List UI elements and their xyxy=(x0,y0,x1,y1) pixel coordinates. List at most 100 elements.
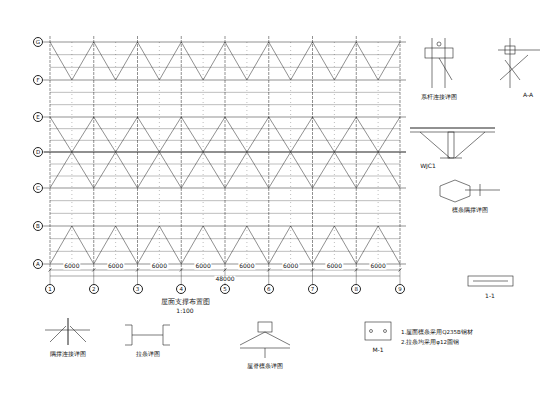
plan-stroke xyxy=(138,117,160,152)
plan-stroke xyxy=(94,152,116,188)
drawing-title: 屋面支撑布置图 xyxy=(160,299,211,307)
plan-stroke xyxy=(50,251,400,252)
section-11 xyxy=(468,276,513,286)
plan-stroke xyxy=(247,226,269,264)
ridge-detail xyxy=(240,322,290,358)
grid-bubble: 5 xyxy=(220,284,230,294)
plan-stroke xyxy=(50,226,72,264)
detail-title: 屋脊檩条详图 xyxy=(246,363,284,370)
plan-stroke xyxy=(116,226,138,264)
plan-stroke xyxy=(43,42,44,43)
grid-bubble: F xyxy=(33,75,43,85)
note-text: 2.拉条均采用φ12圆钢 xyxy=(400,339,460,345)
plan-stroke xyxy=(50,152,72,188)
grid-label: 2 xyxy=(92,286,96,292)
section-aa xyxy=(498,38,540,88)
grid-label: G xyxy=(36,39,40,45)
dimension: 6000 xyxy=(326,263,343,270)
plan-stroke xyxy=(181,226,203,264)
plan-stroke xyxy=(43,80,44,81)
plan-stroke xyxy=(312,270,313,284)
plan-stroke xyxy=(137,270,138,284)
grid-label: F xyxy=(36,77,39,83)
detail-title: M-1 xyxy=(371,347,384,354)
plan-stroke xyxy=(50,36,51,270)
grid-bubble: 6 xyxy=(264,284,274,294)
plan-stroke xyxy=(291,42,313,80)
dimension: 6000 xyxy=(107,263,124,270)
plan-stroke xyxy=(181,152,203,188)
grid-label: E xyxy=(36,114,39,120)
plan-stroke xyxy=(378,152,400,188)
dimension: 6000 xyxy=(194,263,211,270)
plan-stroke xyxy=(159,117,181,152)
note-text: 1.屋面檩条采用Q235B钢材 xyxy=(400,329,474,335)
section-label: A-A xyxy=(522,92,534,99)
plan-stroke xyxy=(356,270,357,284)
plan-stroke xyxy=(72,152,94,188)
plan-stroke xyxy=(50,164,400,165)
grid-label: 1 xyxy=(48,286,52,292)
roof-plan xyxy=(43,36,406,284)
plan-stroke xyxy=(159,226,181,264)
plan-stroke xyxy=(225,152,247,188)
plan-stroke xyxy=(356,42,378,80)
plan-stroke xyxy=(313,42,335,80)
detail-title: 檩条隅撑详图 xyxy=(451,207,489,214)
grid-bubble: 8 xyxy=(351,284,361,294)
plan-stroke xyxy=(50,140,400,141)
plan-stroke xyxy=(269,152,291,188)
plan-stroke xyxy=(203,42,225,80)
plan-stroke xyxy=(400,270,401,284)
grid-bubble: 4 xyxy=(176,284,186,294)
plan-stroke xyxy=(334,42,356,80)
plan-stroke xyxy=(356,226,378,264)
plan-stroke xyxy=(247,42,269,80)
plan-stroke xyxy=(247,117,269,152)
plan-stroke xyxy=(138,226,160,264)
plan-stroke xyxy=(50,54,400,55)
plan-stroke xyxy=(43,226,44,227)
plan-stroke xyxy=(159,42,181,80)
plan-stroke xyxy=(225,226,247,264)
plan-stroke xyxy=(225,117,247,152)
plan-stroke xyxy=(291,117,313,152)
plan-stroke xyxy=(50,238,400,239)
plan-stroke xyxy=(50,213,400,214)
plan-stroke xyxy=(225,42,247,80)
plan-stroke xyxy=(181,117,203,152)
plan-stroke xyxy=(356,117,378,152)
plan-stroke xyxy=(116,152,138,188)
plan-stroke xyxy=(268,270,269,284)
plan-stroke xyxy=(334,226,356,264)
scale-label: 1:100 xyxy=(175,308,194,315)
plan-stroke xyxy=(115,42,116,264)
grid-label: 5 xyxy=(223,286,227,292)
dimension: 6000 xyxy=(151,263,168,270)
plan-stroke xyxy=(50,42,72,80)
plan-stroke xyxy=(44,226,406,227)
grid-bubble: B xyxy=(33,221,43,231)
plan-stroke xyxy=(137,36,138,270)
tie-rod-detail xyxy=(125,325,170,345)
plan-stroke xyxy=(313,117,335,152)
brace-detail xyxy=(45,318,90,345)
dimension: 48000 xyxy=(214,276,235,283)
purlin-section xyxy=(440,180,500,202)
plan-stroke xyxy=(138,152,160,188)
grid-bubble: 2 xyxy=(89,284,99,294)
plan-stroke xyxy=(291,226,313,264)
dimension: 6000 xyxy=(63,263,80,270)
plan-stroke xyxy=(72,226,94,264)
plan-stroke xyxy=(400,36,401,270)
grid-bubble: 1 xyxy=(45,284,55,294)
grid-bubble: D xyxy=(33,147,43,157)
plan-stroke xyxy=(269,226,291,264)
plan-stroke xyxy=(268,36,269,270)
plan-stroke xyxy=(116,117,138,152)
plan-stroke xyxy=(181,270,182,284)
dimension: 6000 xyxy=(282,263,299,270)
plan-stroke xyxy=(356,152,378,188)
plan-stroke xyxy=(203,152,225,188)
plan-stroke xyxy=(94,226,116,264)
